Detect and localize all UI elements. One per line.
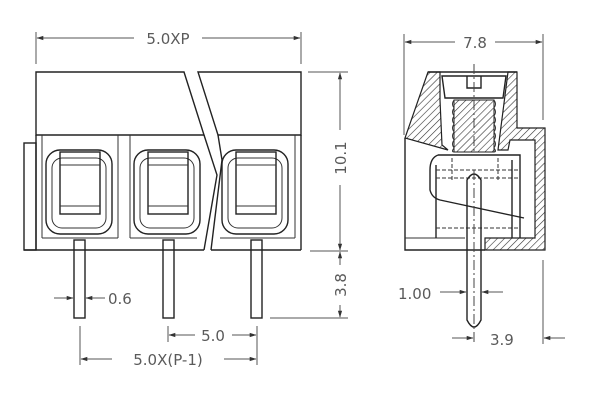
dimension-pin-width: 0.6: [54, 290, 132, 308]
label-overall-width: 5.0XP: [146, 30, 189, 48]
clamp-cell-3: [221, 149, 289, 235]
label-pin-span: 5.0X(P-1): [133, 351, 203, 369]
break-line-right: [210, 134, 223, 251]
dimension-pin-offset: 3.9: [452, 260, 565, 349]
label-pin-width: 0.6: [108, 290, 132, 308]
housing-top: [35, 71, 302, 136]
clamp-cell-1: [45, 149, 113, 235]
side-view: 7.8: [398, 34, 565, 349]
clamp-box: [429, 154, 525, 238]
dimension-overall-width: 5.0XP: [35, 30, 302, 64]
pin-3: [250, 239, 263, 319]
dimension-depth: 7.8: [403, 34, 544, 135]
screw: [441, 64, 507, 153]
pin-1: [73, 239, 86, 319]
front-view: 5.0XP: [23, 30, 350, 369]
dimension-pin-span: 5.0X(P-1): [79, 326, 257, 369]
label-depth: 7.8: [463, 34, 487, 52]
clamp-cell-2: [133, 149, 201, 235]
label-height: 10.1: [332, 141, 350, 174]
label-pin-length: 3.8: [332, 273, 350, 297]
housing-body: [23, 135, 302, 251]
side-pin: [466, 170, 482, 345]
dimension-pitch: 5.0: [167, 326, 258, 365]
dimension-pin-length: 3.8: [270, 251, 350, 319]
break-line-left: [203, 134, 218, 251]
housing-section: [404, 71, 546, 251]
pin-2: [162, 239, 175, 319]
label-pin-offset: 3.9: [490, 331, 514, 349]
label-pin-diameter: 1.00: [398, 285, 431, 303]
dimension-pin-diameter: 1.00: [398, 285, 503, 303]
dimension-height: 10.1: [308, 71, 350, 252]
label-pitch: 5.0: [201, 327, 225, 345]
